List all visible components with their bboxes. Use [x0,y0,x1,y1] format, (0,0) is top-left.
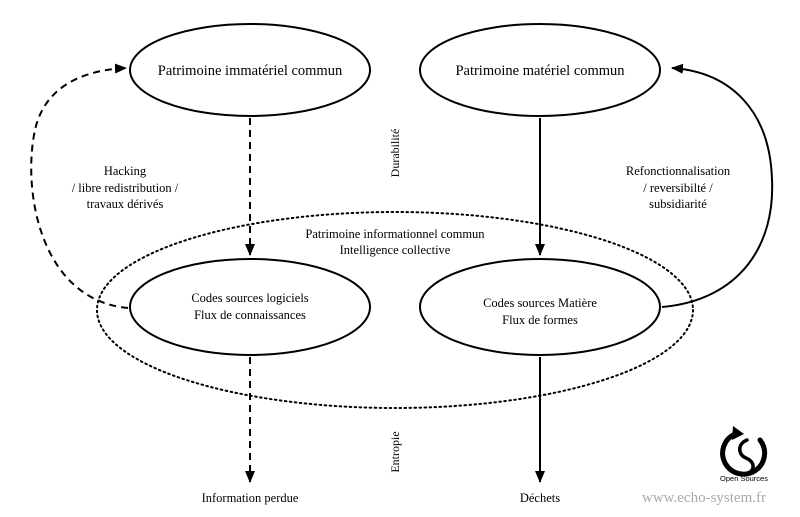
material-heritage-node [419,23,661,117]
shared-information-heritage-ellipse [96,211,694,409]
immaterial-heritage-label: Patrimoine immatériel commun [158,63,343,79]
matter-source-label-2: Flux de formes [502,313,578,327]
hacking-label-1: Hacking [104,164,147,178]
axis-durability-label: Durabilité [388,129,402,178]
refunctionalization-label-2: / reversibilté / [643,181,713,195]
waste-label: Déchets [520,491,560,505]
hacking-label-2: / libre redistribution / [72,181,179,195]
website-url[interactable]: www.echo-system.fr [642,490,766,506]
refunctionalization-label-3: subsidiarité [649,197,707,211]
hacking-loop-arrow [30,63,129,309]
software-source-node [129,258,371,356]
cloud-label-1: Patrimoine informationnel commun [305,227,485,241]
lost-information-label: Information perdue [202,491,299,505]
axis-entropy-label: Entropie [388,431,402,472]
refunctionalization-label-1: Refonctionnalisation [626,164,731,178]
recycle-arc-icon [720,431,768,477]
software-source-label-2: Flux de connaissances [194,308,306,322]
matter-source-node [419,258,661,356]
material-heritage-label: Patrimoine matériel commun [455,63,625,79]
cloud-label-2: Intelligence collective [340,243,451,257]
matter-source-label-1: Codes sources Matière [483,296,597,310]
hacking-label-3: travaux dérivés [87,197,164,211]
refunctionalization-loop-arrow [661,63,774,308]
recycle-arrowhead-icon [732,426,744,440]
logo-caption: Open Sources [720,474,768,483]
open-sources-logo: Open Sources [720,426,768,483]
immaterial-heritage-node [129,23,371,117]
recycle-inner-swirl-icon [738,438,755,475]
software-source-label-1: Codes sources logiciels [191,291,308,305]
